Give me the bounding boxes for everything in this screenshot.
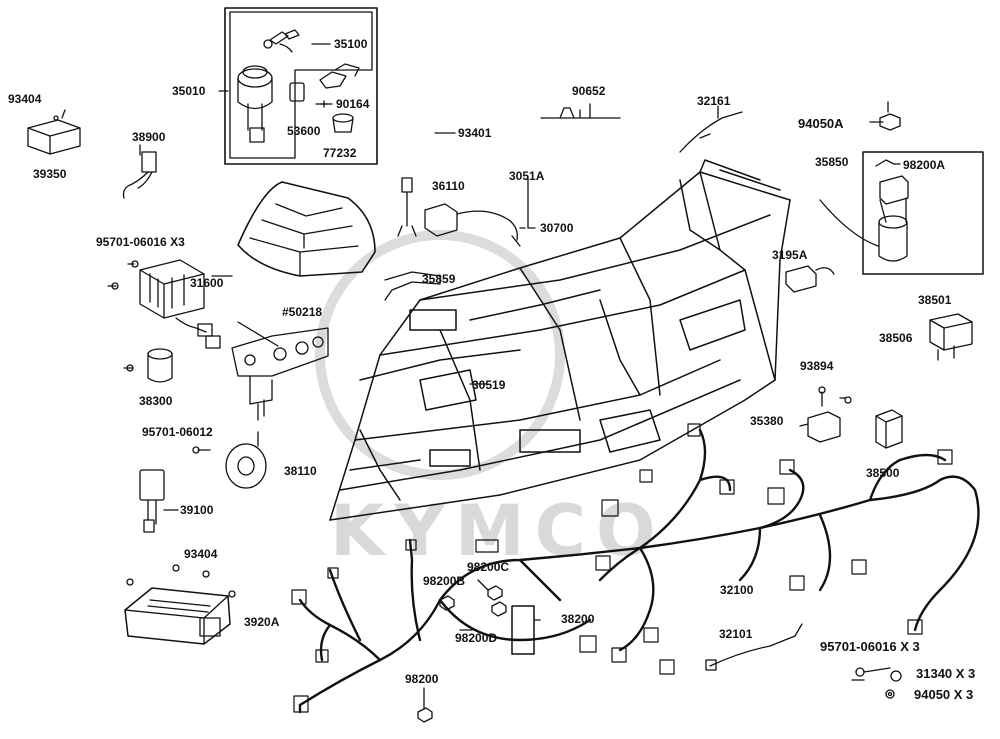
part-38501: [929, 313, 973, 361]
part-77232: [332, 113, 354, 133]
label-90164: 90164: [336, 97, 370, 111]
part-38500: [875, 409, 903, 449]
label-3195a: 3195A: [772, 248, 808, 262]
label-35100: 35100: [334, 37, 368, 51]
key-cap-part: [319, 63, 360, 89]
label-32100: 32100: [720, 583, 754, 597]
label-32161: 32161: [697, 94, 731, 108]
bracket-50218: [231, 327, 329, 421]
part-32101: [709, 623, 803, 667]
label-3920a: 3920A: [244, 615, 280, 629]
label-98200d: 98200D: [455, 631, 498, 645]
front-cover: [237, 181, 376, 277]
nut-94050a: [879, 101, 901, 131]
label-39350: 39350: [33, 167, 67, 181]
part-36110: [397, 177, 417, 237]
part-31600: [139, 259, 221, 349]
label-94050a: 94050A: [798, 116, 844, 131]
label-93404-bottom: 93404: [184, 547, 218, 561]
label-90652: 90652: [572, 84, 606, 98]
part-38200: [511, 605, 535, 655]
label-31340-x3: 31340 X 3: [916, 666, 976, 681]
part-32161: [679, 111, 743, 153]
label-53600: 53600: [287, 124, 321, 138]
label-98200: 98200: [405, 672, 439, 686]
atv-frame: [329, 159, 791, 521]
harness-connectors: [291, 423, 953, 713]
part-38900: [122, 151, 157, 199]
label-77232: 77232: [323, 146, 357, 160]
label-30519: 30519: [472, 378, 506, 392]
label-35380: 35380: [750, 414, 784, 428]
label-38200: 38200: [561, 612, 595, 626]
label-38500: 38500: [866, 466, 900, 480]
label-36110: 36110: [432, 179, 465, 193]
label-98200c: 98200C: [467, 560, 510, 574]
label-98200b: 98200B: [423, 574, 466, 588]
fuse-clips: [417, 585, 507, 723]
ignition-switch: [237, 65, 273, 143]
fastener-group: [851, 667, 902, 699]
label-95701-06016-x3-top: 95701-06016 X3: [96, 235, 185, 249]
part-53600: [289, 82, 305, 102]
horn-38110: [225, 431, 267, 489]
label-98200a: 98200A: [903, 158, 946, 172]
label-32101: 32101: [719, 627, 753, 641]
label-31600: 31600: [190, 276, 224, 290]
label-38900: 38900: [132, 130, 166, 144]
label-93404-top: 93404: [8, 92, 42, 106]
label-38300: 38300: [139, 394, 173, 408]
label-30700: 30700: [540, 221, 574, 235]
ecu-3920a: [124, 587, 231, 645]
label-50218: #50218: [282, 305, 323, 319]
bracket-35859: [384, 271, 441, 301]
label-35859: 35859: [422, 272, 456, 286]
label-38506: 38506: [879, 331, 913, 345]
kymco-watermark: KYMCO: [330, 490, 666, 572]
label-93401: 93401: [458, 126, 492, 140]
part-39350: [27, 115, 81, 155]
label-95701-06016-x3-bottom: 95701-06016 X 3: [820, 639, 920, 654]
label-38501: 38501: [918, 293, 952, 307]
part-90652: [540, 107, 621, 119]
part-38300: [147, 348, 173, 383]
ignition-inner-outline: [229, 11, 373, 159]
ignition-switch-group-box: [224, 7, 378, 165]
part-30700: [424, 203, 521, 247]
label-35850: 35850: [815, 155, 849, 169]
wiring-harness: [298, 428, 980, 714]
label-39100: 39100: [180, 503, 214, 517]
starter-relay: [878, 175, 909, 262]
label-38110: 38110: [284, 464, 317, 478]
label-3051a: 3051A: [509, 169, 545, 183]
label-94050-x3: 94050 X 3: [914, 687, 974, 702]
part-3195a: [785, 265, 835, 293]
ignition-keys: [263, 29, 300, 53]
starter-relay-box: [862, 151, 984, 275]
label-93894: 93894: [800, 359, 834, 373]
label-35010: 35010: [172, 84, 206, 98]
part-39100: [139, 469, 179, 533]
part-35380: [799, 411, 841, 443]
label-95701-06012: 95701-06012: [142, 425, 213, 439]
